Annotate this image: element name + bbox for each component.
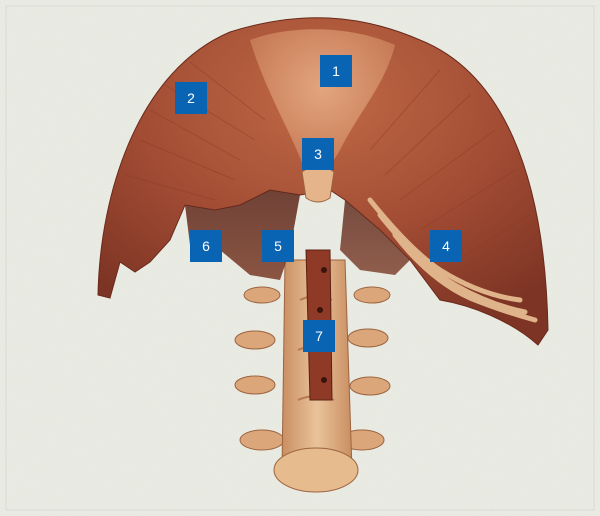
label-6: 6 [190,230,222,262]
label-4: 4 [430,230,462,262]
label-5: 5 [262,230,294,262]
label-1: 1 [320,55,352,87]
label-2: 2 [175,82,207,114]
label-7: 7 [303,320,335,352]
label-3: 3 [302,138,334,170]
